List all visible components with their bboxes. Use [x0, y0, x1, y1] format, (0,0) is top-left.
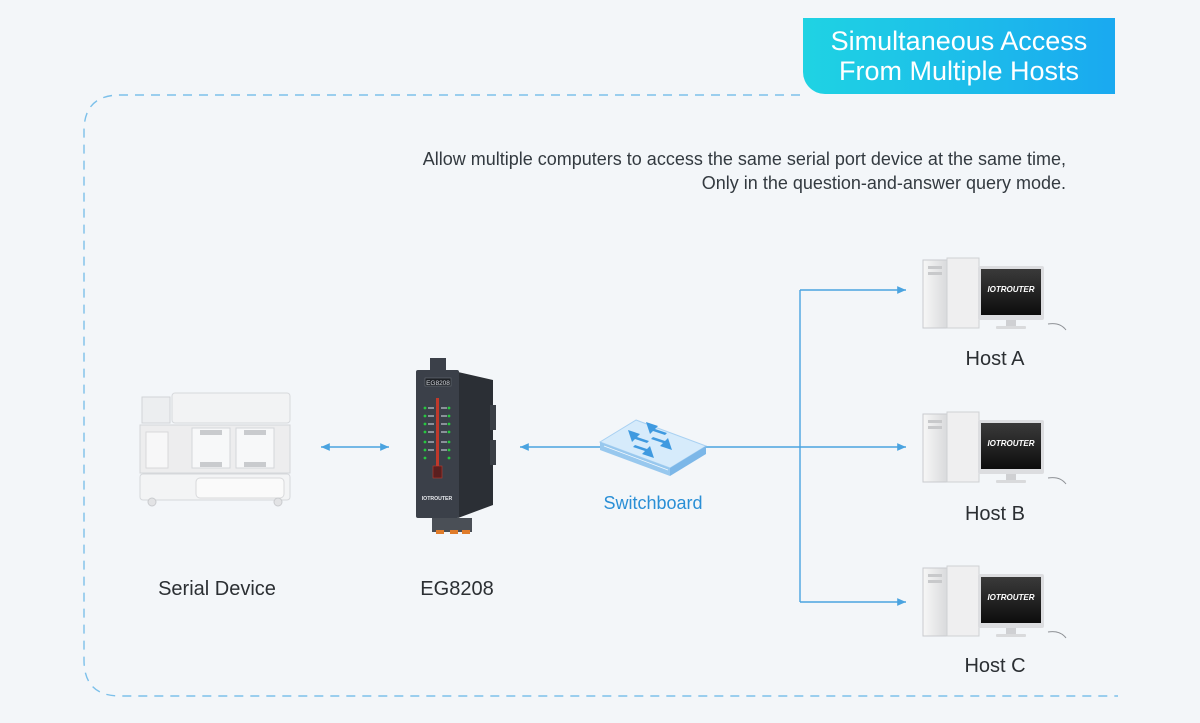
- gateway-logo-text: IOTROUTER: [422, 496, 453, 502]
- title-badge: Simultaneous Access From Multiple Hosts: [803, 18, 1115, 94]
- gateway-panel-text: EG8208: [426, 380, 450, 387]
- switch-label: Switchboard: [603, 493, 703, 513]
- host-b-label: Host B: [964, 503, 1026, 525]
- host-a-screen-logo: IOTROUTER: [987, 285, 1034, 294]
- gateway-label: EG8208: [420, 578, 494, 600]
- description-line-2: Only in the question-and-answer query mo…: [701, 173, 1066, 193]
- dashed-frame: [83, 94, 1118, 697]
- serial-device-icon: [139, 392, 291, 507]
- title-line-1: Simultaneous Access: [830, 26, 1088, 56]
- host-a-label: Host A: [965, 348, 1025, 370]
- host-c-computer-icon: [922, 565, 1067, 639]
- host-c-screen-logo: IOTROUTER: [987, 593, 1034, 602]
- description-line-1: Allow multiple computers to access the s…: [422, 149, 1066, 169]
- description: Allow multiple computers to access the s…: [306, 147, 1066, 195]
- host-b-screen-logo: IOTROUTER: [987, 439, 1034, 448]
- switch-icon: [598, 419, 708, 476]
- host-bus-line: [706, 290, 801, 602]
- host-a-computer-icon: [922, 257, 1067, 331]
- serial-device-label: Serial Device: [158, 578, 276, 600]
- title-line-2: From Multiple Hosts: [838, 56, 1080, 86]
- gateway-device-icon: [416, 358, 496, 534]
- host-b-computer-icon: [922, 411, 1067, 485]
- host-c-label: Host C: [964, 655, 1026, 677]
